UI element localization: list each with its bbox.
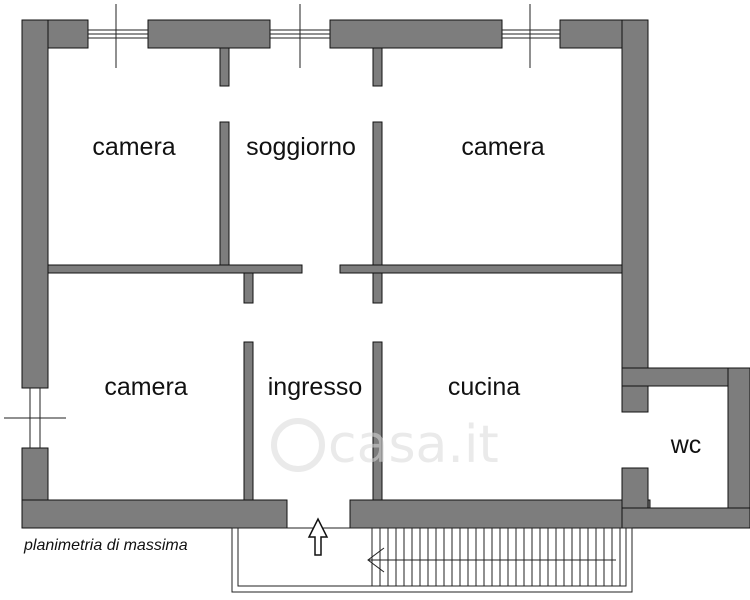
wall-int-8 — [372, 272, 383, 304]
room-labels: camera soggiorno camera camera ingresso … — [92, 133, 701, 459]
label-ingresso: ingresso — [268, 373, 363, 401]
wall-wc-right — [727, 367, 750, 529]
wall-int-4 — [372, 121, 383, 267]
windows — [4, 4, 560, 448]
wall-int-7 — [243, 272, 254, 304]
wall-int-10 — [372, 341, 383, 501]
wall-bottom-right — [349, 499, 651, 529]
label-cucina: cucina — [448, 373, 520, 401]
house-icon — [271, 418, 325, 472]
wall-int-3 — [219, 121, 230, 267]
interior-walls — [47, 47, 623, 501]
wall-wc-top — [621, 367, 750, 387]
entrance-stairs — [231, 517, 633, 593]
stair-direction-arrowhead — [367, 547, 385, 573]
wall-right-upper — [621, 19, 649, 413]
wall-top-2 — [147, 19, 271, 49]
stair-outline-inner — [237, 527, 627, 587]
label-camera-top-right: camera — [461, 133, 544, 161]
label-wc: wc — [670, 431, 702, 459]
wall-int-9 — [243, 341, 254, 501]
wall-int-5 — [47, 264, 303, 274]
watermark-logo: casa.it — [271, 415, 499, 475]
plan-caption: planimetria di massima — [23, 537, 188, 554]
stair-steps — [371, 528, 621, 586]
label-camera-bottom-left: camera — [104, 373, 187, 401]
exterior-walls — [21, 19, 750, 529]
wall-int-1 — [219, 47, 230, 87]
window-top-3 — [502, 4, 560, 68]
wall-wc-bottom — [621, 507, 750, 529]
wall-left-upper — [21, 19, 49, 389]
wall-int-2 — [372, 47, 383, 87]
window-left — [4, 388, 66, 448]
window-top-2 — [270, 4, 330, 68]
label-camera-top-left: camera — [92, 133, 175, 161]
watermark-text: casa.it — [328, 415, 499, 475]
wall-top-3 — [329, 19, 503, 49]
window-top-1 — [88, 4, 148, 68]
entrance-arrow-icon — [307, 517, 329, 556]
label-soggiorno: soggiorno — [246, 133, 356, 161]
wall-int-6 — [339, 264, 623, 274]
wall-bottom-left — [21, 499, 288, 529]
